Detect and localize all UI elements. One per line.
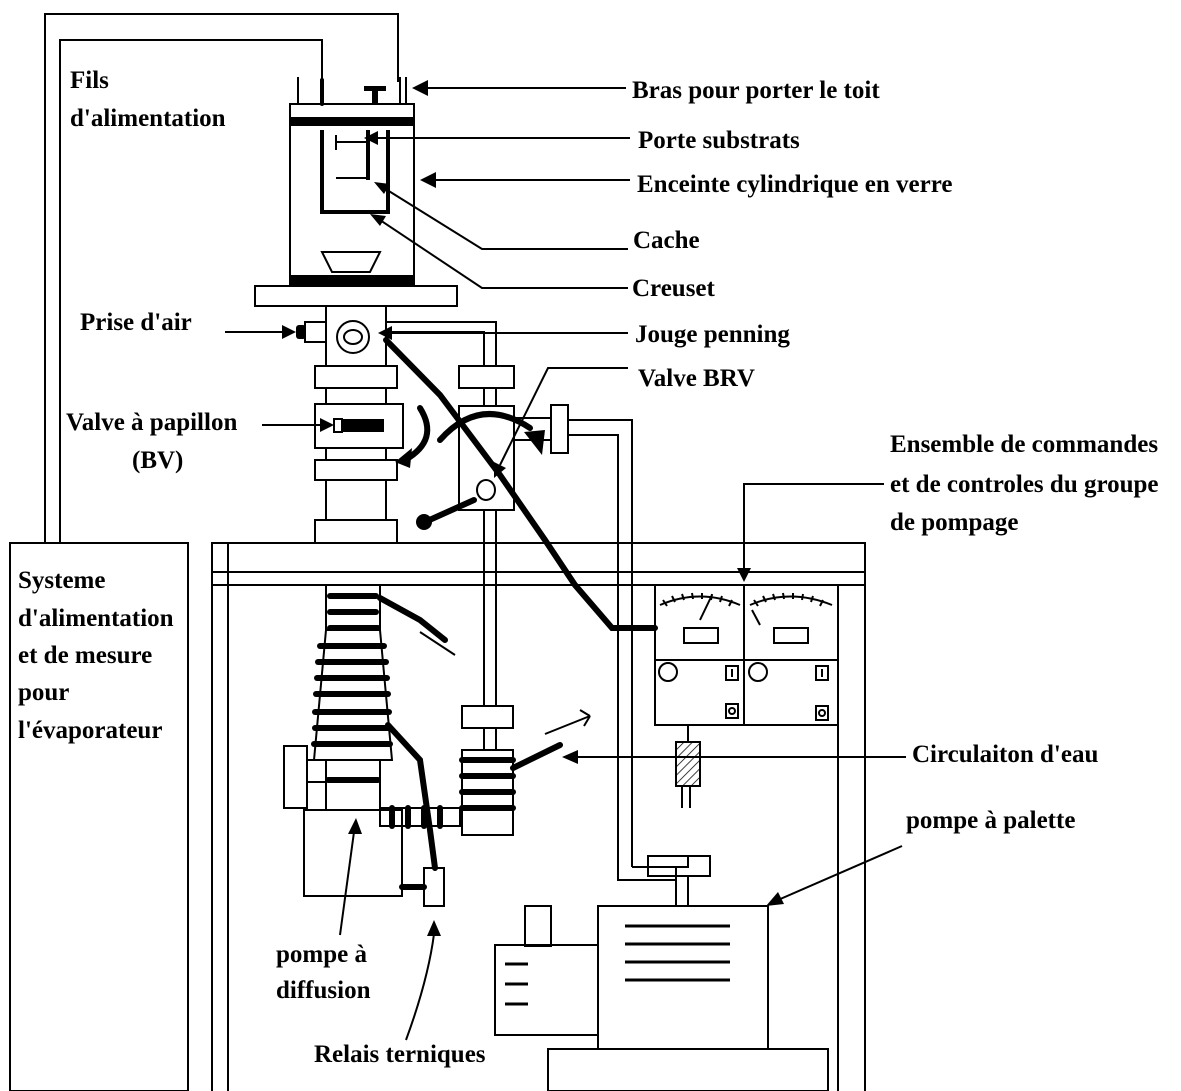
power-system-box — [9, 542, 189, 1091]
label-enceinte: Enceinte cylindrique en verre — [637, 171, 952, 198]
labels: Fils d'alimentation Bras pour porter le … — [18, 67, 1159, 1068]
label-systeme: Systeme — [18, 567, 105, 594]
roughing-line — [386, 321, 689, 881]
control-panel — [654, 584, 839, 726]
gauge-cable — [383, 337, 658, 631]
label-jouge: Jouge penning — [635, 321, 790, 348]
label-valve-brv: Valve BRV — [638, 365, 755, 392]
label-circulation: Circulaiton d'eau — [912, 741, 1098, 768]
label-pompe-diffusion: pompe à — [276, 941, 367, 968]
label-porte: Porte substrats — [638, 127, 800, 154]
label-ensemble: Ensemble de commandes — [890, 431, 1158, 458]
label-systeme-5: l'évaporateur — [18, 717, 162, 744]
rotary-pump — [494, 855, 829, 1091]
label-ensemble-3: de pompage — [890, 509, 1018, 536]
label-valve-papillon: Valve à papillon — [66, 409, 237, 436]
label-relais: Relais terniques — [314, 1041, 486, 1068]
label-pompe-diffusion-2: diffusion — [276, 977, 371, 1004]
label-fils: Fils — [70, 67, 109, 94]
air-intake — [296, 321, 327, 343]
label-bras: Bras pour porter le toit — [632, 77, 880, 104]
label-fils-2: d'alimentation — [70, 105, 226, 132]
brv-arc — [437, 411, 533, 443]
label-valve-papillon-2: (BV) — [132, 447, 183, 474]
label-creuset: Creuset — [632, 275, 716, 302]
label-ensemble-2: et de controles du groupe — [890, 471, 1159, 498]
diffusion-pump — [283, 584, 563, 907]
label-systeme-4: pour — [18, 679, 69, 706]
water-circulation-element — [675, 725, 701, 808]
label-systeme-2: d'alimentation — [18, 605, 174, 632]
label-prise: Prise d'air — [80, 309, 192, 336]
label-systeme-3: et de mesure — [18, 642, 152, 669]
power-wires — [44, 13, 399, 543]
base-plate — [254, 285, 458, 307]
leader-arrows — [225, 80, 906, 1041]
label-cache: Cache — [633, 227, 700, 254]
bell-jar — [289, 77, 415, 285]
label-pompe-palette: pompe à palette — [906, 807, 1075, 834]
